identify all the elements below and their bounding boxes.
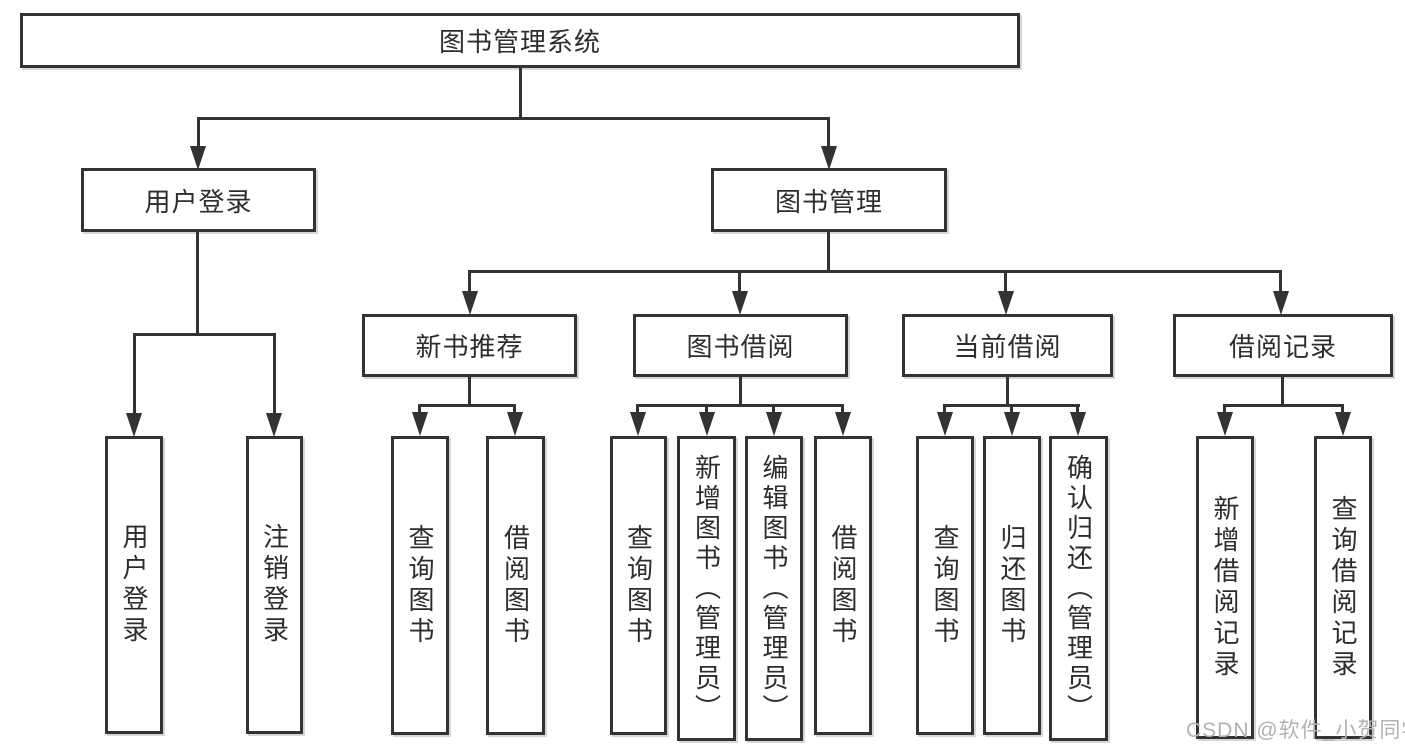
node-new-book-recommend: 新书推荐	[362, 314, 577, 377]
arrow-down-icon	[412, 412, 428, 436]
connector-root-hline	[197, 117, 830, 120]
connector-leaf-stem	[705, 404, 708, 416]
arrow-down-icon	[766, 412, 782, 436]
connector-bookborrow-hline	[637, 404, 844, 407]
connector-bookmgmt-vline	[827, 232, 830, 272]
node-book-management: 图书管理	[711, 168, 947, 232]
leaf-nb-query-books-label: 查询图书	[405, 523, 435, 648]
connector-leaf-stem	[841, 404, 844, 416]
connector-leaf-stem	[1223, 404, 1226, 416]
arrow-down-icon	[462, 291, 478, 315]
arrow-down-icon	[998, 291, 1014, 315]
leaf-br-add-record-label: 新增借阅记录	[1210, 494, 1240, 681]
leaf-bb-add-books-admin: 新增图书（管理员）	[677, 436, 736, 741]
leaf-br-add-record: 新增借阅记录	[1196, 436, 1254, 739]
arrow-down-icon	[1070, 412, 1086, 436]
arrow-down-icon	[699, 412, 715, 436]
arrow-down-icon	[126, 413, 142, 437]
arrow-down-icon	[937, 412, 953, 436]
arrow-down-icon	[1004, 412, 1020, 436]
arrow-down-icon	[835, 412, 851, 436]
connector-leaf-stem	[636, 404, 639, 416]
leaf-bb-edit-books-admin-label: 编辑图书（管理员）	[759, 453, 789, 724]
leaf-br-query-record-label: 查询借阅记录	[1328, 494, 1358, 681]
node-book-borrow-label: 图书借阅	[686, 332, 795, 362]
connector-leaf-stem	[513, 404, 516, 416]
connector-borrowrecords-hline	[1224, 404, 1344, 407]
node-current-borrow-label: 当前借阅	[953, 332, 1062, 362]
connector-newbooks-hline	[419, 404, 516, 407]
connector-userlogin-vline	[196, 232, 199, 335]
node-current-borrow: 当前借阅	[902, 314, 1113, 377]
leaf-bb-query-books-label: 查询图书	[623, 523, 654, 648]
connector-level3-stem	[738, 270, 741, 294]
node-user-login-label: 用户登录	[144, 186, 253, 217]
leaf-br-query-record: 查询借阅记录	[1314, 436, 1372, 739]
connector-leaf-stem	[1341, 404, 1344, 416]
leaf-cb-return-books-label: 归还图书	[997, 523, 1027, 648]
arrow-down-icon	[1335, 412, 1351, 436]
csdn-watermark: CSDN @软件_小贺同学	[1186, 719, 1405, 742]
connector-level3-stem	[1279, 270, 1282, 294]
connector-level3-stem	[468, 270, 471, 294]
leaf-bb-query-books: 查询图书	[610, 436, 667, 735]
leaf-user-login-label: 用户登录	[119, 523, 149, 647]
connector-currentborrow-vline	[1006, 377, 1009, 406]
arrow-down-icon	[1217, 412, 1233, 436]
connector-leaf-stem	[418, 404, 421, 416]
node-borrow-records: 借阅记录	[1173, 314, 1393, 377]
arrow-down-icon	[507, 412, 523, 436]
leaf-cb-query-books-label: 查询图书	[930, 523, 960, 648]
connector-newbooks-vline	[468, 377, 471, 406]
node-borrow-records-label: 借阅记录	[1228, 332, 1337, 362]
connector-leaf-stem	[273, 333, 276, 414]
leaf-user-login: 用户登录	[105, 436, 163, 734]
node-root-label: 图书管理系统	[438, 27, 601, 57]
leaf-bb-add-books-admin-label: 新增图书（管理员）	[691, 453, 722, 724]
connector-userlogin-hline	[133, 333, 275, 336]
leaf-logout-label: 注销登录	[259, 523, 290, 647]
connector-leaf-stem	[943, 404, 946, 416]
arrow-down-icon	[821, 146, 837, 170]
leaf-bb-edit-books-admin: 编辑图书（管理员）	[745, 436, 803, 741]
node-user-login: 用户登录	[81, 168, 316, 232]
leaf-cb-confirm-return-admin: 确认归还（管理员）	[1049, 436, 1108, 741]
arrow-down-icon	[630, 412, 646, 436]
leaf-cb-return-books: 归还图书	[983, 436, 1041, 735]
connector-bookmgmt-stem	[827, 117, 830, 149]
connector-leaf-stem	[1076, 404, 1079, 416]
arrow-down-icon	[1273, 291, 1289, 315]
connector-level3-stem	[1004, 270, 1007, 294]
node-book-borrow: 图书借阅	[633, 314, 848, 377]
arrow-down-icon	[266, 413, 282, 437]
leaf-cb-query-books: 查询图书	[916, 436, 974, 735]
leaf-cb-confirm-return-admin-label: 确认归还（管理员）	[1063, 453, 1094, 724]
leaf-bb-borrow-books-label: 借阅图书	[828, 523, 858, 648]
arrow-down-icon	[732, 291, 748, 315]
node-book-management-label: 图书管理	[774, 186, 883, 217]
connector-borrowrecords-vline	[1281, 377, 1284, 406]
leaf-nb-borrow-books-label: 借阅图书	[500, 523, 531, 648]
node-root-system: 图书管理系统	[20, 13, 1020, 68]
connector-bookmgmt-hline	[469, 270, 1282, 273]
connector-leaf-stem	[772, 404, 775, 416]
connector-leaf-stem	[1010, 404, 1013, 416]
connector-leaf-stem	[133, 333, 136, 414]
leaf-nb-borrow-books: 借阅图书	[486, 436, 545, 735]
leaf-logout: 注销登录	[246, 436, 303, 734]
connector-userlogin-stem	[197, 117, 200, 149]
node-new-book-recommend-label: 新书推荐	[415, 332, 524, 362]
leaf-nb-query-books: 查询图书	[391, 436, 449, 735]
connector-root-vline	[519, 68, 522, 117]
arrow-down-icon	[190, 146, 206, 170]
leaf-bb-borrow-books: 借阅图书	[814, 436, 872, 735]
connector-bookborrow-vline	[739, 377, 742, 406]
